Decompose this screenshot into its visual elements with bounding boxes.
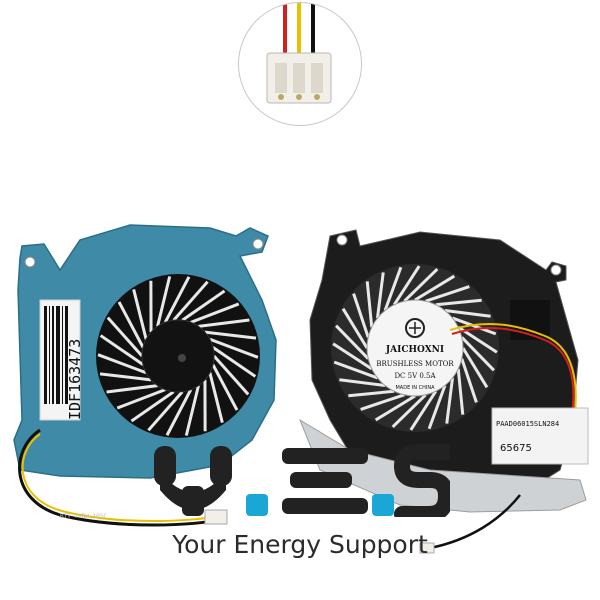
fan-blade: [444, 308, 491, 318]
logo-y: [154, 446, 232, 516]
barcode-sticker: [39, 299, 81, 421]
brand-logo: Your Energy Support: [150, 442, 450, 562]
fan-blade: [156, 276, 172, 327]
logo-s: [394, 444, 450, 517]
fan-blade: [163, 276, 191, 324]
sticker-code: PAAD06015SLN284: [496, 420, 559, 428]
cable-print: BTT 7VRH 105C: [60, 513, 107, 520]
logo-dot-2: [372, 494, 394, 516]
fan-blade: [209, 337, 259, 359]
fan-blade: [130, 390, 175, 423]
fan-blade: [461, 347, 489, 389]
fan-blade: [106, 316, 144, 357]
fan-blade: [204, 330, 257, 340]
fan-blade: [172, 280, 209, 322]
fan-blade: [352, 293, 370, 338]
fan-blade: [212, 346, 257, 378]
fan-blade: [190, 302, 240, 324]
hub-line3: MADE IN CHINA: [395, 385, 435, 391]
fan-blade: [425, 285, 470, 303]
fan-blade: [341, 307, 369, 349]
fan-blade: [335, 324, 370, 360]
fan-blade: [391, 393, 427, 428]
hub-line2: DC 5V 0.5A: [394, 372, 436, 380]
fan-blade: [445, 377, 455, 424]
fan-blade: [184, 385, 200, 436]
yes-logo-mark: [154, 444, 450, 517]
fan-blade: [116, 388, 166, 410]
fan-blade: [365, 281, 374, 328]
fan-blade: [208, 372, 224, 423]
fan-blade: [332, 342, 373, 371]
fan-blade: [333, 360, 378, 380]
fan-blade: [339, 378, 386, 388]
logo-dot-1: [246, 494, 268, 516]
hub-line1: BRUSHLESS MOTOR: [376, 360, 454, 368]
fan-blade: [375, 272, 385, 319]
fan-blade: [99, 334, 144, 366]
fan-blade: [427, 385, 447, 430]
fan-blade: [403, 268, 439, 303]
hub-brand: JAICHOXNI: [385, 345, 444, 355]
right-fan: JAICHOXNI BRUSHLESS MOTOR DC 5V 0.5A MAD…: [298, 229, 589, 554]
fan-blade: [456, 368, 465, 415]
fan-blade: [165, 388, 193, 436]
left-fan: IDF163473 BTT 7VRH 105C: [13, 224, 277, 527]
fan-blade: [181, 289, 226, 322]
fan-blade: [147, 390, 184, 432]
barcode-label-text: IDF163473: [66, 339, 84, 420]
fan-blade: [198, 318, 250, 328]
fan-blade: [117, 301, 145, 349]
fan-blade: [360, 393, 405, 411]
fan-blade: [348, 389, 395, 398]
logo-e: [282, 448, 368, 514]
connector-inset: [238, 2, 362, 126]
fan-blade: [374, 394, 416, 422]
sticker-number: 65675: [500, 443, 532, 454]
fan-blade: [409, 390, 438, 431]
fan-blade: [392, 265, 421, 306]
fan-blade: [460, 358, 478, 403]
fan-blade: [414, 274, 456, 302]
fan-blade: [132, 289, 148, 340]
fan-blade: [211, 363, 239, 411]
connector-illustration: [266, 3, 332, 104]
fan-blade: [452, 316, 497, 336]
fan-blade: [212, 355, 250, 396]
fan-blade: [460, 336, 495, 372]
fan-blade: [97, 353, 147, 375]
tagline: Your Energy Support: [172, 530, 428, 559]
fan-blade: [383, 266, 403, 311]
fan-blade: [99, 372, 152, 382]
fan-blade: [435, 298, 482, 307]
fan-blade: [106, 384, 158, 394]
